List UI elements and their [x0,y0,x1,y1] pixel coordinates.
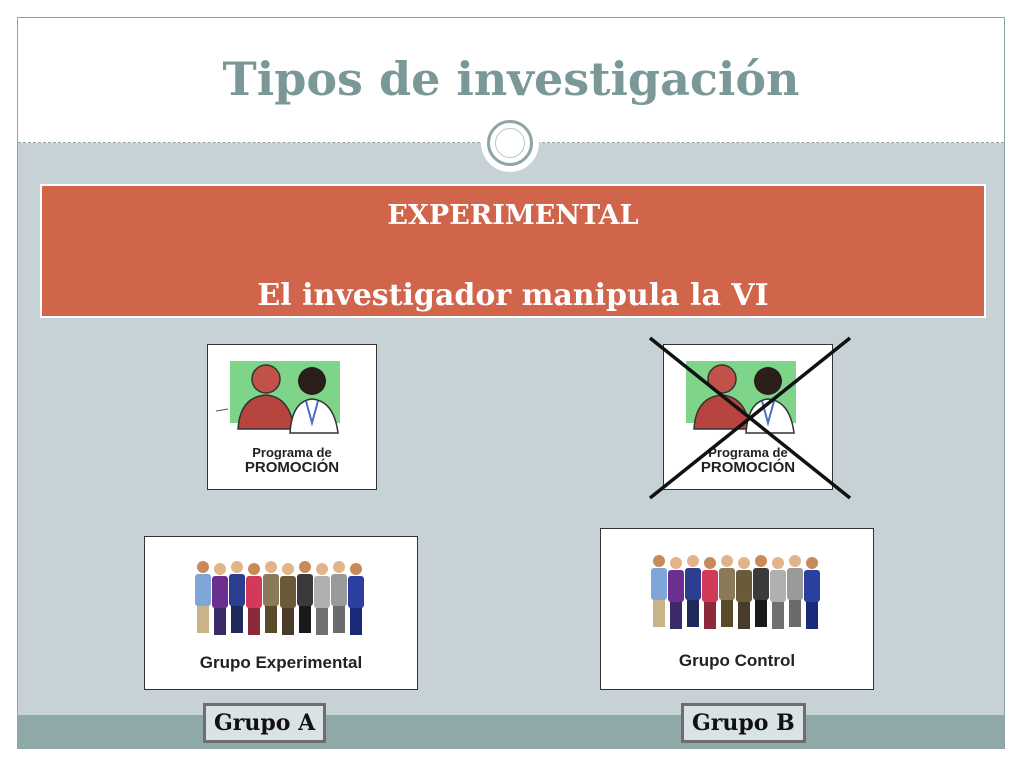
promo-card-experimental: Programa de PROMOCIÓN [207,344,377,490]
banner-heading: EXPERIMENTAL [387,200,639,231]
people-crowd-icon [651,555,820,629]
people-crowd-icon [195,561,364,635]
group-card-label: Grupo Experimental [199,653,363,672]
group-card-experimental: Grupo Experimental [144,536,418,690]
promo-line1: Programa de [252,445,332,460]
group-b-box: Grupo B [681,703,806,743]
circle-ornament-icon [481,114,539,172]
group-a-box: Grupo A [203,703,327,743]
slide-title: Tipos de investigación [222,52,800,106]
footer-strip [18,715,1004,748]
cross-out-icon [648,336,852,500]
promo-line2: PROMOCIÓN [700,459,796,476]
banner-subheading: El investigador manipula la VI [257,278,769,313]
experimental-banner: EXPERIMENTAL El investigador manipula la… [40,184,986,318]
group-card-label: Grupo Control [678,651,796,670]
promo-line1: Programa de [708,445,788,460]
doctors-clipart-icon [215,361,340,434]
slide: Tipos de investigación EXPERIMENTAL El i… [17,17,1005,749]
promo-line2: PROMOCIÓN [244,459,340,476]
group-card-control: Grupo Control [600,528,874,690]
